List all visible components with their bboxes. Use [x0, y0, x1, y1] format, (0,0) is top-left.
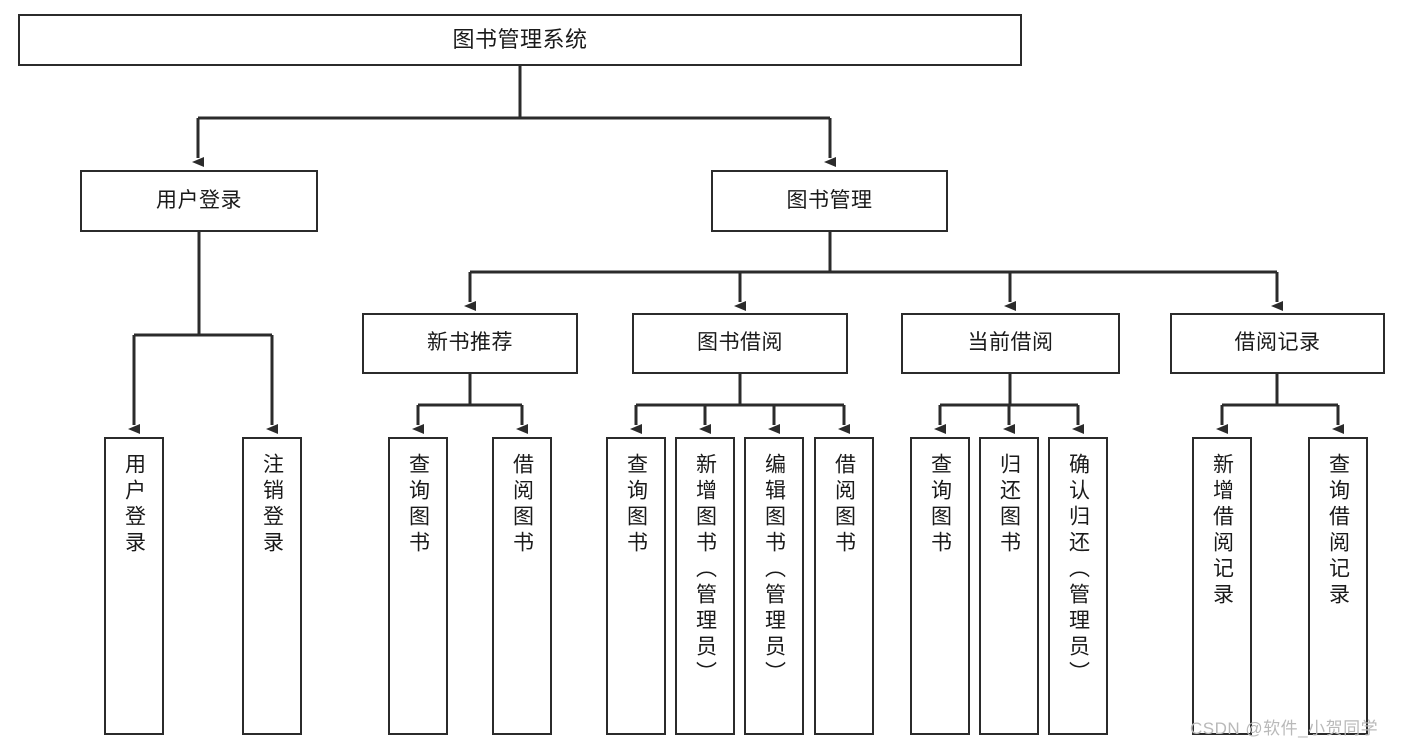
node-root[interactable]: 图书管理系统 [18, 14, 1022, 66]
leaf-add-book-label: 新增图书（管理员） [693, 453, 717, 687]
leaf-query-book-1[interactable]: 查询图书 [388, 437, 448, 735]
leaf-add-record-label: 新增借阅记录 [1210, 453, 1234, 609]
leaf-query-book-1-label: 查询图书 [406, 453, 430, 557]
watermark: CSDN @软件_小贺同学 [1190, 719, 1379, 738]
node-book-borrow[interactable]: 图书借阅 [632, 313, 848, 374]
leaf-logout-login[interactable]: 注销登录 [242, 437, 302, 735]
leaf-borrow-book-2-label: 借阅图书 [832, 453, 856, 557]
leaf-query-book-3-label: 查询图书 [928, 453, 952, 557]
leaf-user-login-label: 用户登录 [122, 453, 146, 557]
node-new-book-recommend-label: 新书推荐 [427, 331, 513, 355]
node-borrow-record[interactable]: 借阅记录 [1170, 313, 1385, 374]
node-borrow-record-label: 借阅记录 [1234, 331, 1321, 355]
leaf-borrow-book-1-label: 借阅图书 [510, 453, 534, 557]
node-user-login-label: 用户登录 [156, 188, 242, 212]
leaf-query-book-2[interactable]: 查询图书 [606, 437, 666, 735]
leaf-return-book[interactable]: 归还图书 [979, 437, 1039, 735]
node-book-borrow-label: 图书借阅 [697, 331, 783, 355]
leaf-add-book[interactable]: 新增图书（管理员） [675, 437, 735, 735]
node-current-borrow[interactable]: 当前借阅 [901, 313, 1120, 374]
node-book-management-label: 图书管理 [786, 188, 873, 212]
leaf-query-book-2-label: 查询图书 [624, 453, 648, 557]
leaf-return-book-label: 归还图书 [997, 453, 1021, 557]
leaf-query-book-3[interactable]: 查询图书 [910, 437, 970, 735]
leaf-user-login[interactable]: 用户登录 [104, 437, 164, 735]
leaf-confirm-return-label: 确认归还（管理员） [1066, 453, 1090, 687]
leaf-borrow-book-2[interactable]: 借阅图书 [814, 437, 874, 735]
node-root-label: 图书管理系统 [452, 27, 588, 53]
leaf-edit-book-label: 编辑图书（管理员） [762, 453, 786, 687]
leaf-add-record[interactable]: 新增借阅记录 [1192, 437, 1252, 735]
leaf-query-record-label: 查询借阅记录 [1326, 453, 1350, 609]
node-user-login[interactable]: 用户登录 [80, 170, 318, 232]
leaf-logout-login-label: 注销登录 [260, 453, 284, 557]
leaf-borrow-book-1[interactable]: 借阅图书 [492, 437, 552, 735]
leaf-confirm-return[interactable]: 确认归还（管理员） [1048, 437, 1108, 735]
node-current-borrow-label: 当前借阅 [967, 331, 1054, 355]
node-new-book-recommend[interactable]: 新书推荐 [362, 313, 578, 374]
leaf-query-record[interactable]: 查询借阅记录 [1308, 437, 1368, 735]
node-book-management[interactable]: 图书管理 [711, 170, 948, 232]
leaf-edit-book[interactable]: 编辑图书（管理员） [744, 437, 804, 735]
